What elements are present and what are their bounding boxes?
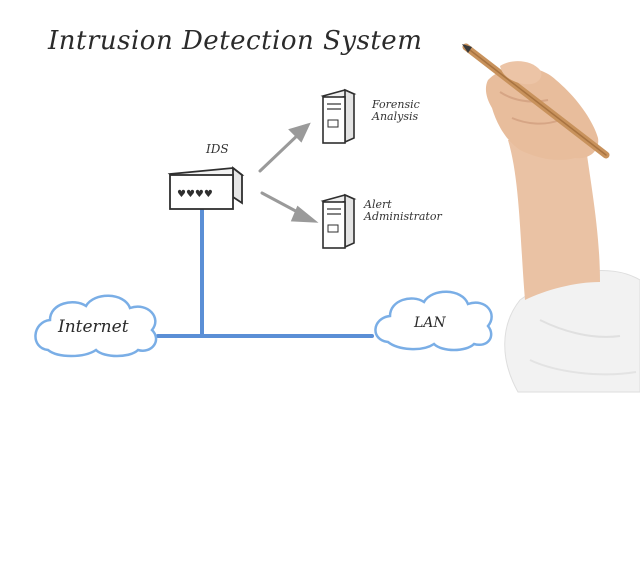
hand-with-pen-image	[462, 43, 640, 393]
alert-label-line1: Alert	[364, 198, 392, 211]
forensic-label-line1: Forensic	[372, 98, 420, 111]
alert-administrator-label: Alert Administrator	[364, 199, 442, 222]
lan-cloud-icon	[374, 290, 493, 352]
internet-label: Internet	[58, 317, 129, 337]
internet-cloud-icon	[34, 294, 158, 358]
diagram-title: Intrusion Detection System	[48, 26, 423, 56]
lan-label: LAN	[414, 315, 446, 331]
forensic-label-line2: Analysis	[372, 109, 419, 123]
arrow-to-forensic	[258, 130, 303, 173]
arrowhead-alert	[290, 205, 319, 223]
svg-text:♥♥♥♥: ♥♥♥♥	[177, 189, 213, 200]
alert-server-icon	[320, 193, 357, 249]
ids-device-icon: ♥♥♥♥	[167, 166, 245, 210]
forensic-server-icon	[320, 88, 357, 144]
alert-label-line2: Administrator	[364, 209, 442, 223]
ids-arrows	[258, 122, 319, 223]
network-links	[156, 208, 374, 338]
arrowhead-forensic	[288, 122, 311, 143]
ids-label: IDS	[206, 142, 229, 156]
forensic-analysis-label: Forensic Analysis	[372, 99, 420, 122]
